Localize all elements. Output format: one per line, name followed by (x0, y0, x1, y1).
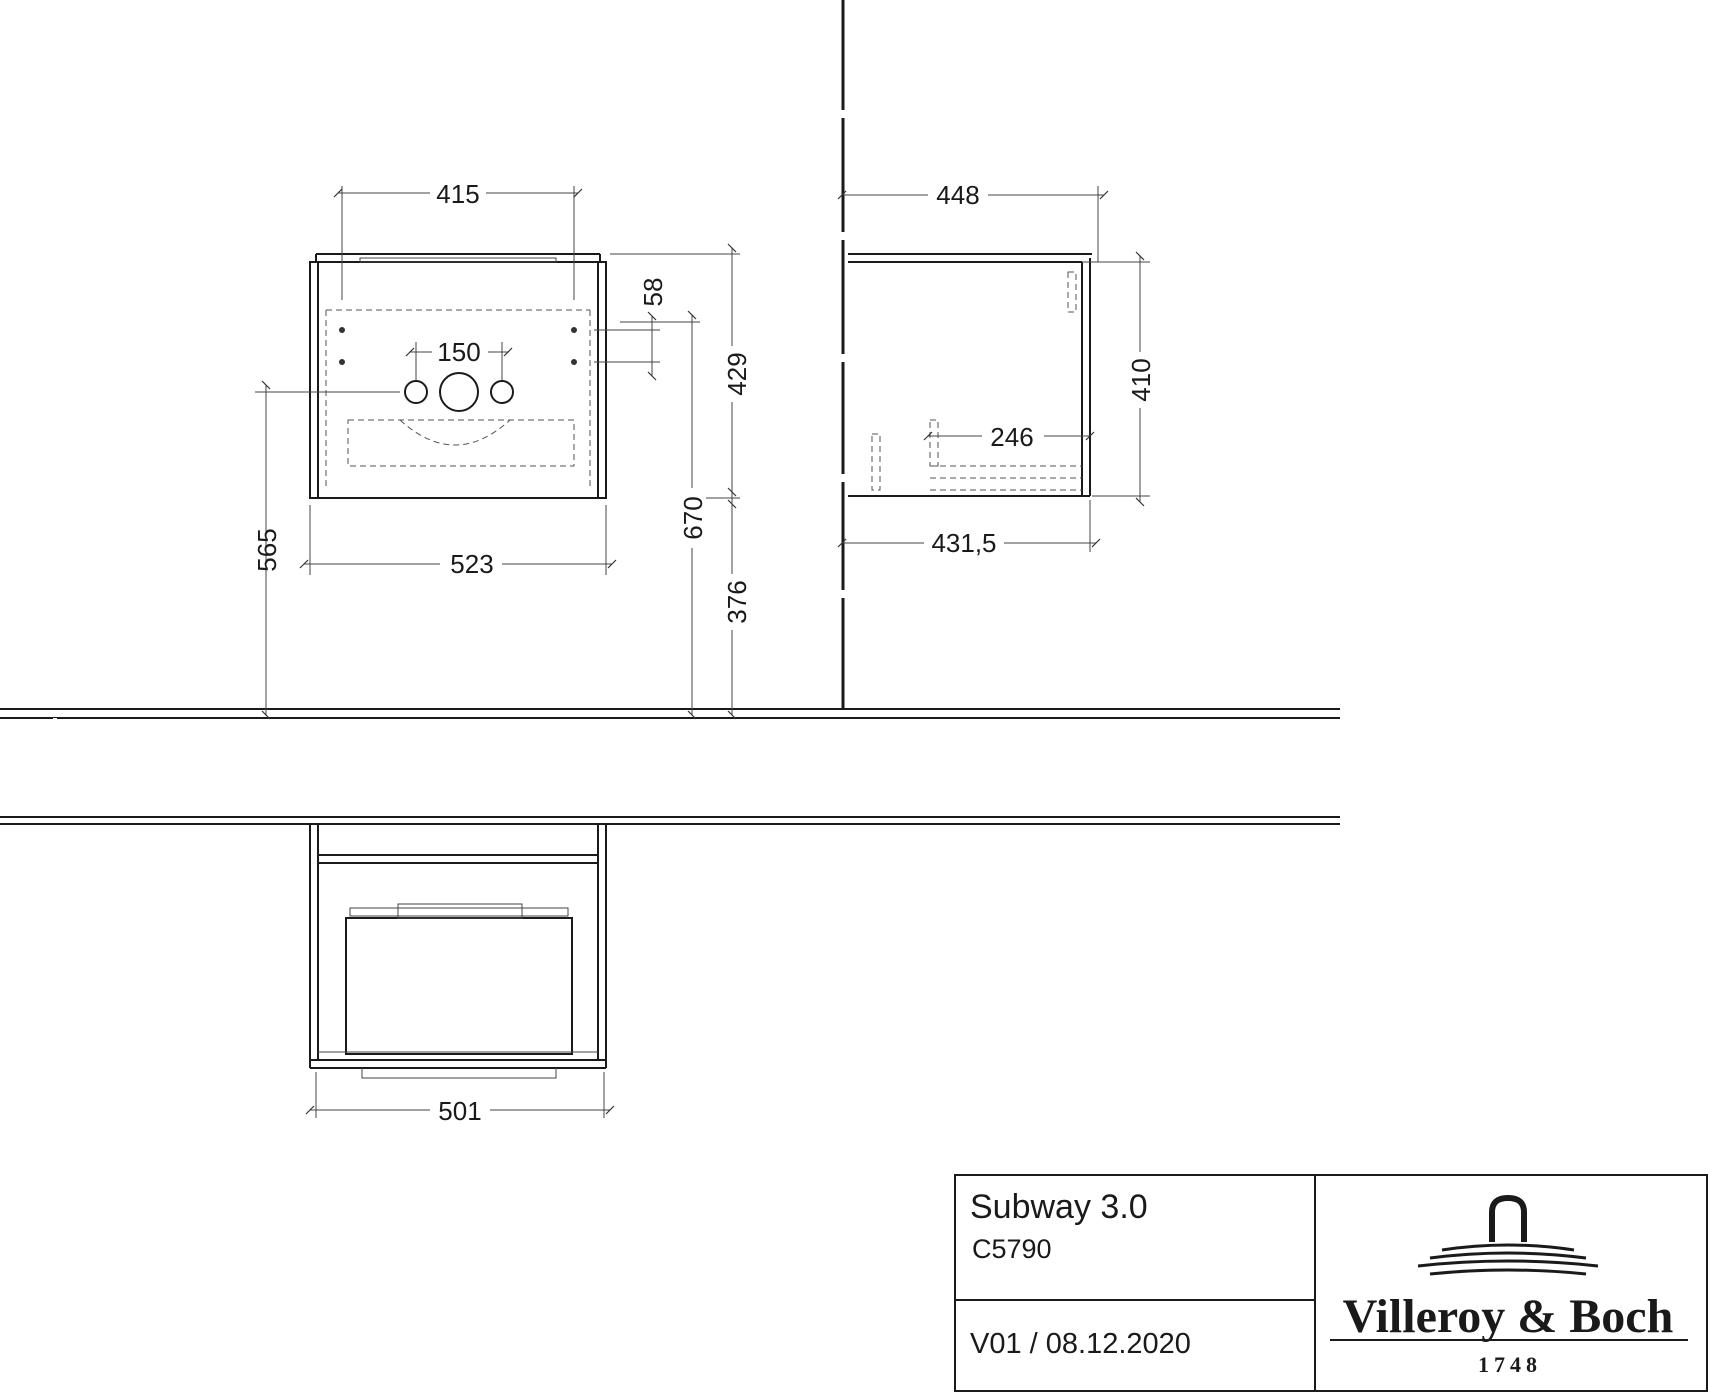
dim-width-523: 523 (450, 549, 493, 579)
dim-width-501: 501 (438, 1096, 481, 1126)
product-code: C5790 (972, 1234, 1052, 1264)
title-block (954, 1174, 1708, 1392)
dim-height-410: 410 (1126, 358, 1156, 401)
dim-width-150: 150 (437, 337, 480, 367)
dim-height-429: 429 (722, 352, 752, 395)
dim-height-670: 670 (678, 496, 708, 539)
dim-height-376: 376 (722, 580, 752, 623)
front-dimension-lines (255, 186, 740, 720)
dim-depth-448: 448 (936, 180, 979, 210)
mounting-holes (339, 327, 577, 365)
brand-year: 1748 (1478, 1352, 1542, 1377)
top-view-cabinet (309, 824, 607, 1079)
version-date: V01 / 08.12.2020 (970, 1328, 1191, 1360)
dim-depth-246: 246 (990, 422, 1033, 452)
product-name: Subway 3.0 (970, 1188, 1148, 1226)
wall-line-lower (0, 816, 1340, 825)
villeroy-boch-logo-icon (1330, 1194, 1688, 1341)
dim-height-565: 565 (252, 528, 282, 571)
front-view-cabinet (309, 253, 607, 499)
dim-width-415: 415 (436, 179, 479, 209)
brand-name: Villeroy & Boch (1343, 1290, 1674, 1343)
floor-line-upper (0, 708, 1340, 722)
dim-height-58: 58 (638, 278, 668, 307)
side-view-cabinet (848, 253, 1098, 497)
side-dimension-lines (837, 186, 1150, 552)
dim-depth-431-5: 431,5 (931, 528, 996, 558)
